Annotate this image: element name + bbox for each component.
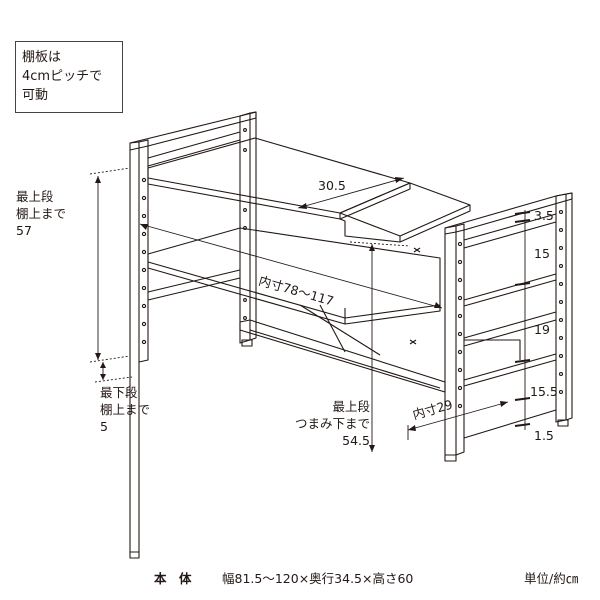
note-line-1: 棚板は [22, 50, 62, 65]
pitch-value-2: 15 [534, 246, 550, 261]
top-shelf-height-label: 最上段 棚上まで 57 [16, 189, 67, 238]
top-shelf-right [339, 182, 471, 243]
shelf-depth-value: 30.5 [318, 178, 346, 193]
bottom-shelf-height-label: 最下段 棚上まで 5 [100, 385, 151, 434]
bottom-stretcher [239, 304, 446, 393]
left-frame [129, 111, 257, 559]
right-back-holes [558, 209, 564, 395]
body-label: 本 体 [154, 571, 192, 586]
pitch-value-5: 1.5 [534, 428, 554, 443]
unit-label: 単位/約㎝ [524, 571, 579, 586]
left-back-holes [243, 128, 247, 320]
dimension-lines [89, 167, 531, 452]
left-front-holes [141, 177, 147, 345]
middle-shelf [147, 227, 441, 325]
body-size: 幅81.5～120×奥行34.5×高さ60 [222, 571, 414, 586]
right-front-holes [457, 241, 463, 409]
pitch-value-3: 19 [534, 322, 550, 337]
top-shelf-left [147, 137, 411, 220]
note-line-3: 可動 [22, 88, 49, 103]
right-frame [444, 192, 573, 462]
pitch-value-1: 3.5 [534, 208, 554, 223]
pitch-value-4: 15.5 [530, 384, 558, 399]
knob-clearance-label: 最上段 つまみ下まで 54.5 [294, 399, 370, 448]
note-line-2: 4cmピッチで [22, 69, 103, 84]
adjustable-shelf-note: 棚板は 4cmピッチで 可動 [15, 41, 123, 113]
arrowheads [95, 176, 508, 452]
